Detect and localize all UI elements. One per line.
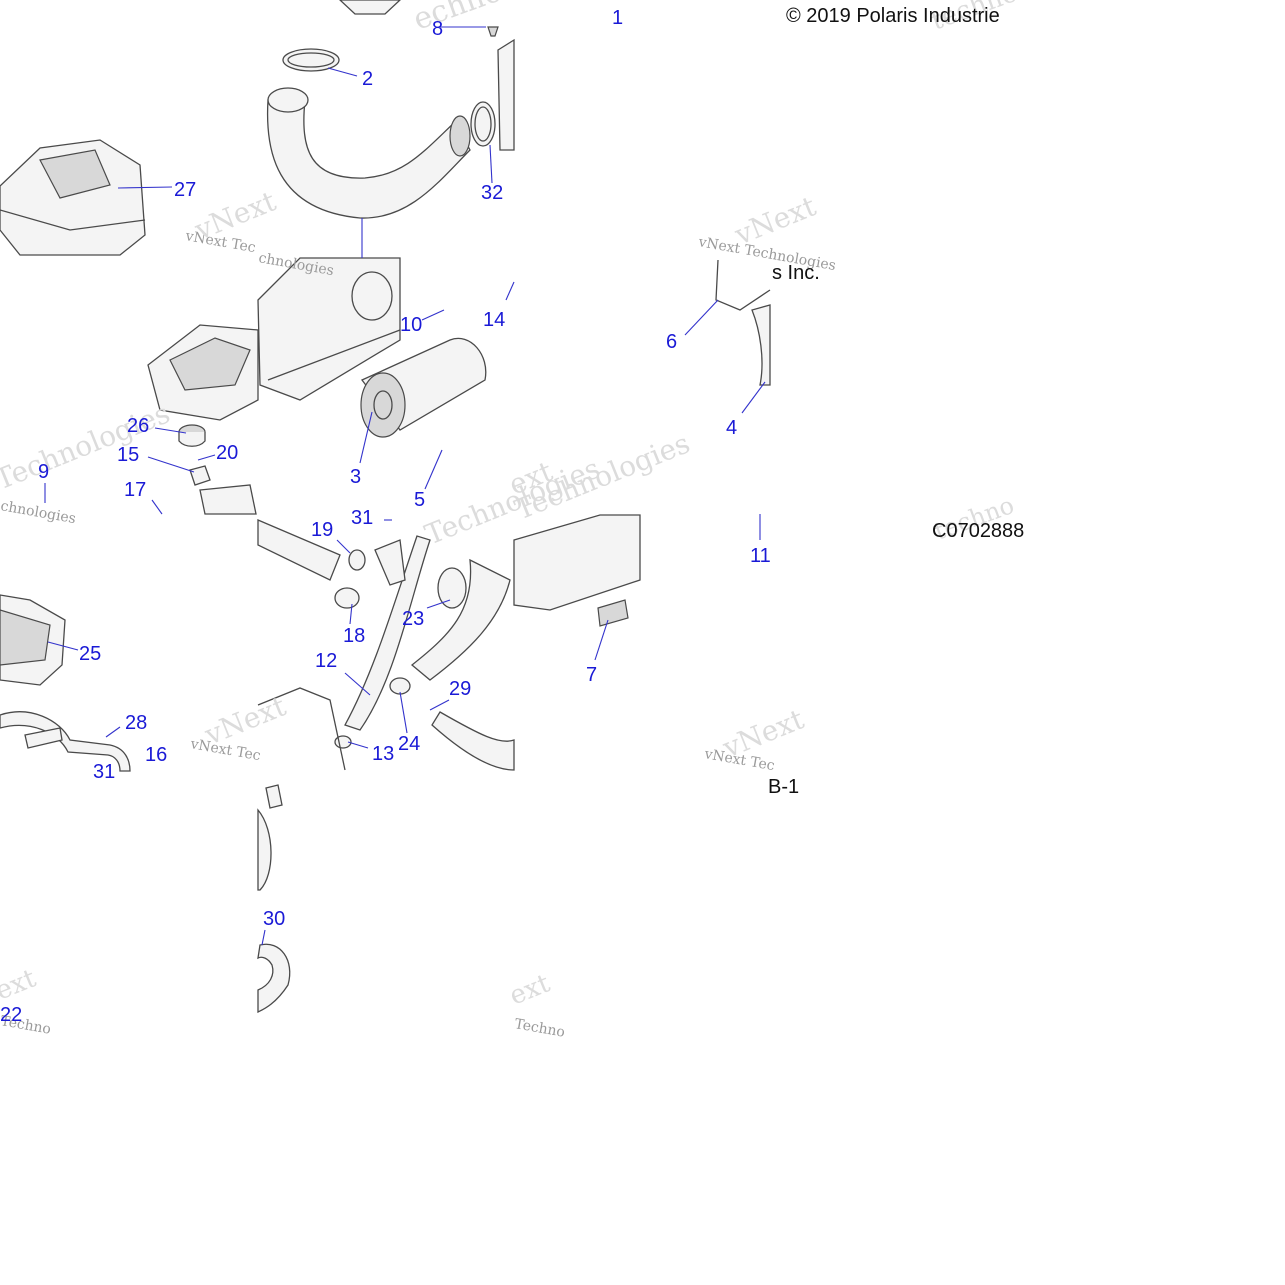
callout-7: 7 [586,664,597,686]
copyright-text: © 2019 Polaris Industrie [786,5,1000,27]
fitting-valve [374,539,406,586]
callout-22: 22 [0,1004,22,1026]
housing-row4-cut [257,808,272,891]
hose-12 [344,535,431,731]
clamp-24 [389,677,411,695]
callout-12: 12 [315,650,337,672]
drawing-code: C0702888 [932,520,1024,542]
callout-9: 9 [38,461,49,483]
callout-2: 2 [362,68,373,90]
leader-lines [44,26,766,946]
clamp-23 [437,567,467,609]
callout-25: 25 [79,643,101,665]
watermark-fragment: ext [0,963,41,1006]
callout-18: 18 [343,625,365,647]
intercooler-7 [513,514,641,627]
callout-31b: 31 [93,761,115,783]
fitting-row4 [265,784,283,809]
air-box-cover-27 [0,139,146,256]
callout-10: 10 [400,314,422,336]
callout-20: 20 [216,442,238,464]
callout-24: 24 [398,733,420,755]
hose-4 [751,304,771,386]
callout-1: 1 [612,7,623,29]
cap-26 [178,424,206,447]
callout-14: 14 [483,309,505,331]
callout-30: 30 [263,908,285,930]
callout-29: 29 [449,678,471,700]
air-filter-3 [360,337,487,438]
callout-6: 6 [666,331,677,353]
screw-8 [487,26,499,37]
watermark-fragment: Technologies [0,396,174,496]
callout-11: 11 [750,545,771,567]
watermark-fragment: chnologies [0,498,77,527]
callout-31a: 31 [351,507,373,529]
clamp-32 [470,101,496,147]
callout-15: 15 [117,444,139,466]
watermark-fragment: vNext [199,689,291,752]
fitting-15 [189,465,211,486]
clamp-19 [348,549,366,571]
watermark-fragment: vNext [729,189,821,252]
callout-16: 16 [145,744,167,766]
page-fragment: B-1 [768,776,799,798]
watermark-fragment: ext [505,968,554,1011]
cut-part-top [339,0,401,15]
callout-23: 23 [402,608,424,630]
copyright-tail: s Inc. [772,262,820,284]
callout-28: 28 [125,712,147,734]
throttle-body-edge [497,38,515,151]
intake-duct [266,87,471,219]
air-box-cover-row2 [147,324,259,421]
watermark-fragment: Techno [513,1016,566,1041]
callout-4: 4 [726,417,737,439]
callout-27: 27 [174,179,196,201]
clamp-18 [334,587,360,609]
air-box-body [257,257,401,401]
gasket-outline [257,687,346,771]
hose-row3-cut [24,727,63,749]
callouts: 1 2 8 27 32 10 14 6 4 26 20 15 3 9 17 5 … [0,7,771,1026]
hose-29 [431,711,515,771]
callout-13: 13 [372,743,394,765]
drain-tube-6 [715,259,771,311]
clamp-2 [282,48,340,72]
callout-5: 5 [414,489,425,511]
watermarks: echno vNext Tec vNext vNext Technologies… [0,0,1022,1041]
callout-3: 3 [350,466,361,488]
callout-8: 8 [432,18,443,40]
coupler-duct [410,558,511,681]
duct-row2-cut [199,484,257,515]
callout-19: 19 [311,519,333,541]
callout-32: 32 [481,182,503,204]
hose-30 [257,943,291,1014]
air-box-cover-25 [0,594,66,686]
callout-17: 17 [124,479,146,501]
hose-19-left [257,519,341,581]
callout-26: 26 [127,415,149,437]
